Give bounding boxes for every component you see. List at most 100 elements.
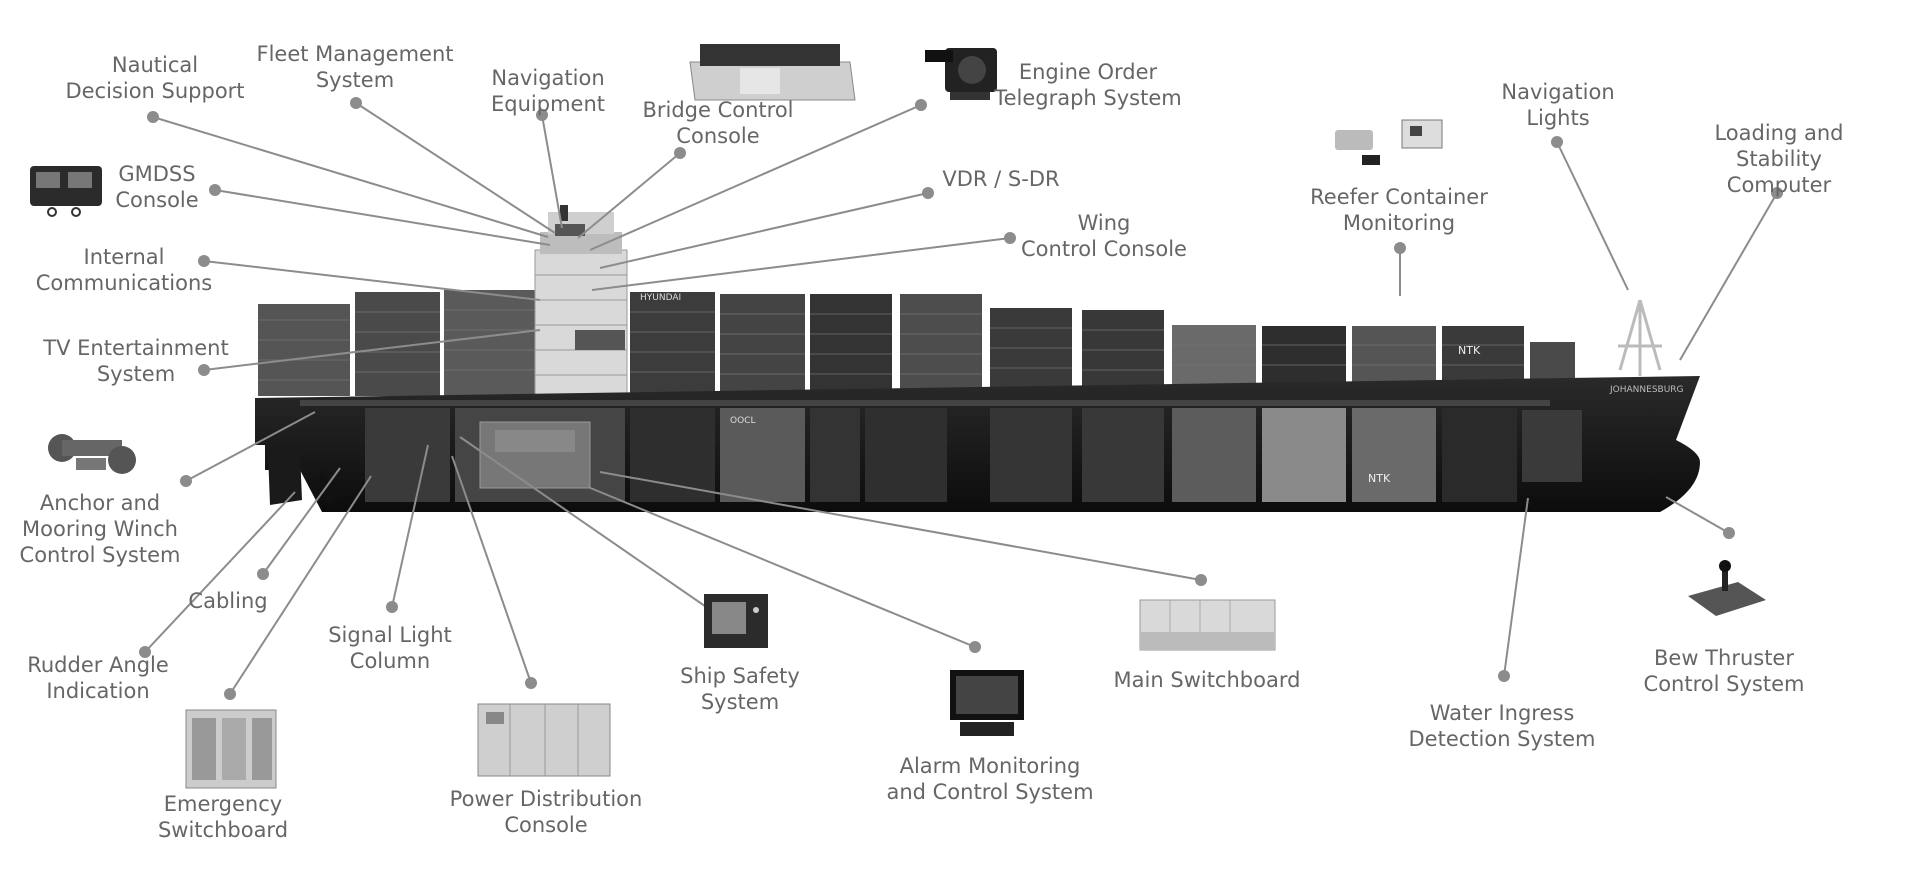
- leader-line: [541, 114, 563, 229]
- anchor-winch-image: [48, 434, 136, 474]
- label-rudder-angle-indication: Rudder Angle Indication: [27, 653, 169, 703]
- leader-line: [599, 192, 929, 269]
- label-emergency-switchboard: Emergency Switchboard: [157, 792, 289, 842]
- engine-order-telegraph-image: [925, 48, 997, 100]
- leader-line: [355, 102, 556, 234]
- container-mark-text: OOCL: [730, 416, 755, 426]
- leader-line: [203, 329, 541, 371]
- container-stack: [900, 294, 982, 396]
- leader-dot: [198, 364, 210, 376]
- leader-line: [203, 260, 541, 301]
- leader-line: [451, 455, 532, 684]
- leader-dot: [1394, 242, 1406, 254]
- gmdss-console-image: [30, 166, 102, 217]
- leader-dots: [139, 97, 1783, 700]
- leader-line: [1503, 497, 1529, 677]
- label-bridge-control-console: Bridge Control Console: [642, 98, 794, 148]
- leader-dot: [198, 255, 210, 267]
- leader-line: [262, 467, 341, 575]
- leader-dot: [180, 475, 192, 487]
- leader-dot: [147, 111, 159, 123]
- label-fleet-management-system: Fleet Management System: [256, 42, 454, 92]
- reefer-monitoring-image: [1335, 119, 1443, 165]
- leader-line: [459, 436, 716, 614]
- label-navigation-equipment: Navigation Equipment: [491, 66, 605, 116]
- leader-line: [589, 104, 922, 251]
- leader-dot: [386, 601, 398, 613]
- leader-line: [152, 116, 549, 238]
- leader-dot: [536, 109, 548, 121]
- leader-dot: [1771, 187, 1783, 199]
- label-ship-safety-system: Ship Safety System: [680, 664, 800, 714]
- label-engine-order-telegraph: Engine Order Telegraph System: [994, 60, 1182, 110]
- leader-dot: [969, 641, 981, 653]
- label-internal-communications: Internal Communications: [35, 245, 213, 295]
- leader-dot: [1498, 670, 1510, 682]
- leader-dot: [257, 568, 269, 580]
- leader-dot: [350, 97, 362, 109]
- bow-thruster-image: [1688, 560, 1766, 616]
- label-water-ingress-detection: Water Ingress Detection System: [1408, 701, 1596, 751]
- leader-dot: [1551, 136, 1563, 148]
- bow-mast: [1618, 299, 1662, 376]
- label-wing-control-console: Wing Control Console: [1021, 211, 1187, 261]
- leader-line: [1665, 496, 1730, 534]
- container-stack: [258, 304, 350, 396]
- waterline-band: [300, 400, 1550, 406]
- leader-dot: [139, 646, 151, 658]
- container-stack: [630, 292, 715, 396]
- leader-dot: [525, 677, 537, 689]
- container-stack: [1082, 310, 1164, 396]
- label-power-distribution-console: Power Distribution Console: [449, 787, 643, 837]
- label-gmdss-console: GMDSS Console: [115, 162, 199, 212]
- container-stack: [990, 308, 1072, 396]
- leader-line: [587, 486, 976, 648]
- label-bow-thruster-control: Bew Thruster Control System: [1643, 646, 1805, 696]
- bridge-control-console-image: [689, 44, 856, 101]
- label-nautical-decision-support: Nautical Decision Support: [65, 53, 245, 103]
- leader-dot: [1004, 232, 1016, 244]
- leader-lines: [144, 102, 1778, 695]
- label-anchor-mooring-winch: Anchor and Mooring Winch Control System: [19, 491, 181, 567]
- label-tv-entertainment-system: TV Entertainment System: [43, 336, 229, 386]
- ship-safety-image: [704, 594, 768, 648]
- leader-line: [144, 491, 296, 653]
- label-vdr-sdr: VDR / S-DR: [942, 167, 1060, 191]
- leader-line: [185, 411, 316, 482]
- container-stack: [720, 294, 805, 396]
- label-signal-light-column: Signal Light Column: [328, 623, 452, 673]
- leader-dot: [1723, 527, 1735, 539]
- container-stack: [810, 294, 892, 396]
- leader-line: [1556, 141, 1629, 291]
- label-main-switchboard: Main Switchboard: [1113, 668, 1301, 692]
- emergency-switchboard-image: [185, 709, 277, 789]
- leader-line: [591, 237, 1011, 291]
- label-loading-stability-computer: Loading and Stability Computer: [1714, 121, 1844, 197]
- deck-container-stacks: [258, 290, 1575, 396]
- leader-dot: [922, 187, 934, 199]
- leader-dot: [209, 184, 221, 196]
- container-mark-text: NTK: [1368, 472, 1391, 485]
- leader-line: [391, 444, 429, 608]
- leader-dot: [1195, 574, 1207, 586]
- label-reefer-container-monitoring: Reefer Container Monitoring: [1310, 185, 1488, 235]
- rudder: [268, 452, 302, 505]
- leader-line: [599, 471, 1202, 581]
- leader-dot: [915, 99, 927, 111]
- engine-room: [479, 421, 591, 489]
- leader-line: [577, 152, 681, 239]
- leader-dot: [674, 147, 686, 159]
- container-mark-text: HYUNDAI: [640, 293, 681, 303]
- power-distribution-console-image: [477, 703, 611, 777]
- leader-line: [214, 189, 551, 246]
- label-navigation-lights: Navigation Lights: [1501, 80, 1615, 130]
- label-alarm-monitoring-control: Alarm Monitoring and Control System: [886, 754, 1094, 804]
- superstructure: [534, 205, 628, 397]
- leader-line: [1679, 192, 1778, 361]
- leader-dot: [224, 688, 236, 700]
- ship-name-plate: JOHANNESBURG: [1609, 385, 1684, 395]
- label-cabling: Cabling: [188, 589, 268, 613]
- main-switchboard-image: [1139, 599, 1276, 651]
